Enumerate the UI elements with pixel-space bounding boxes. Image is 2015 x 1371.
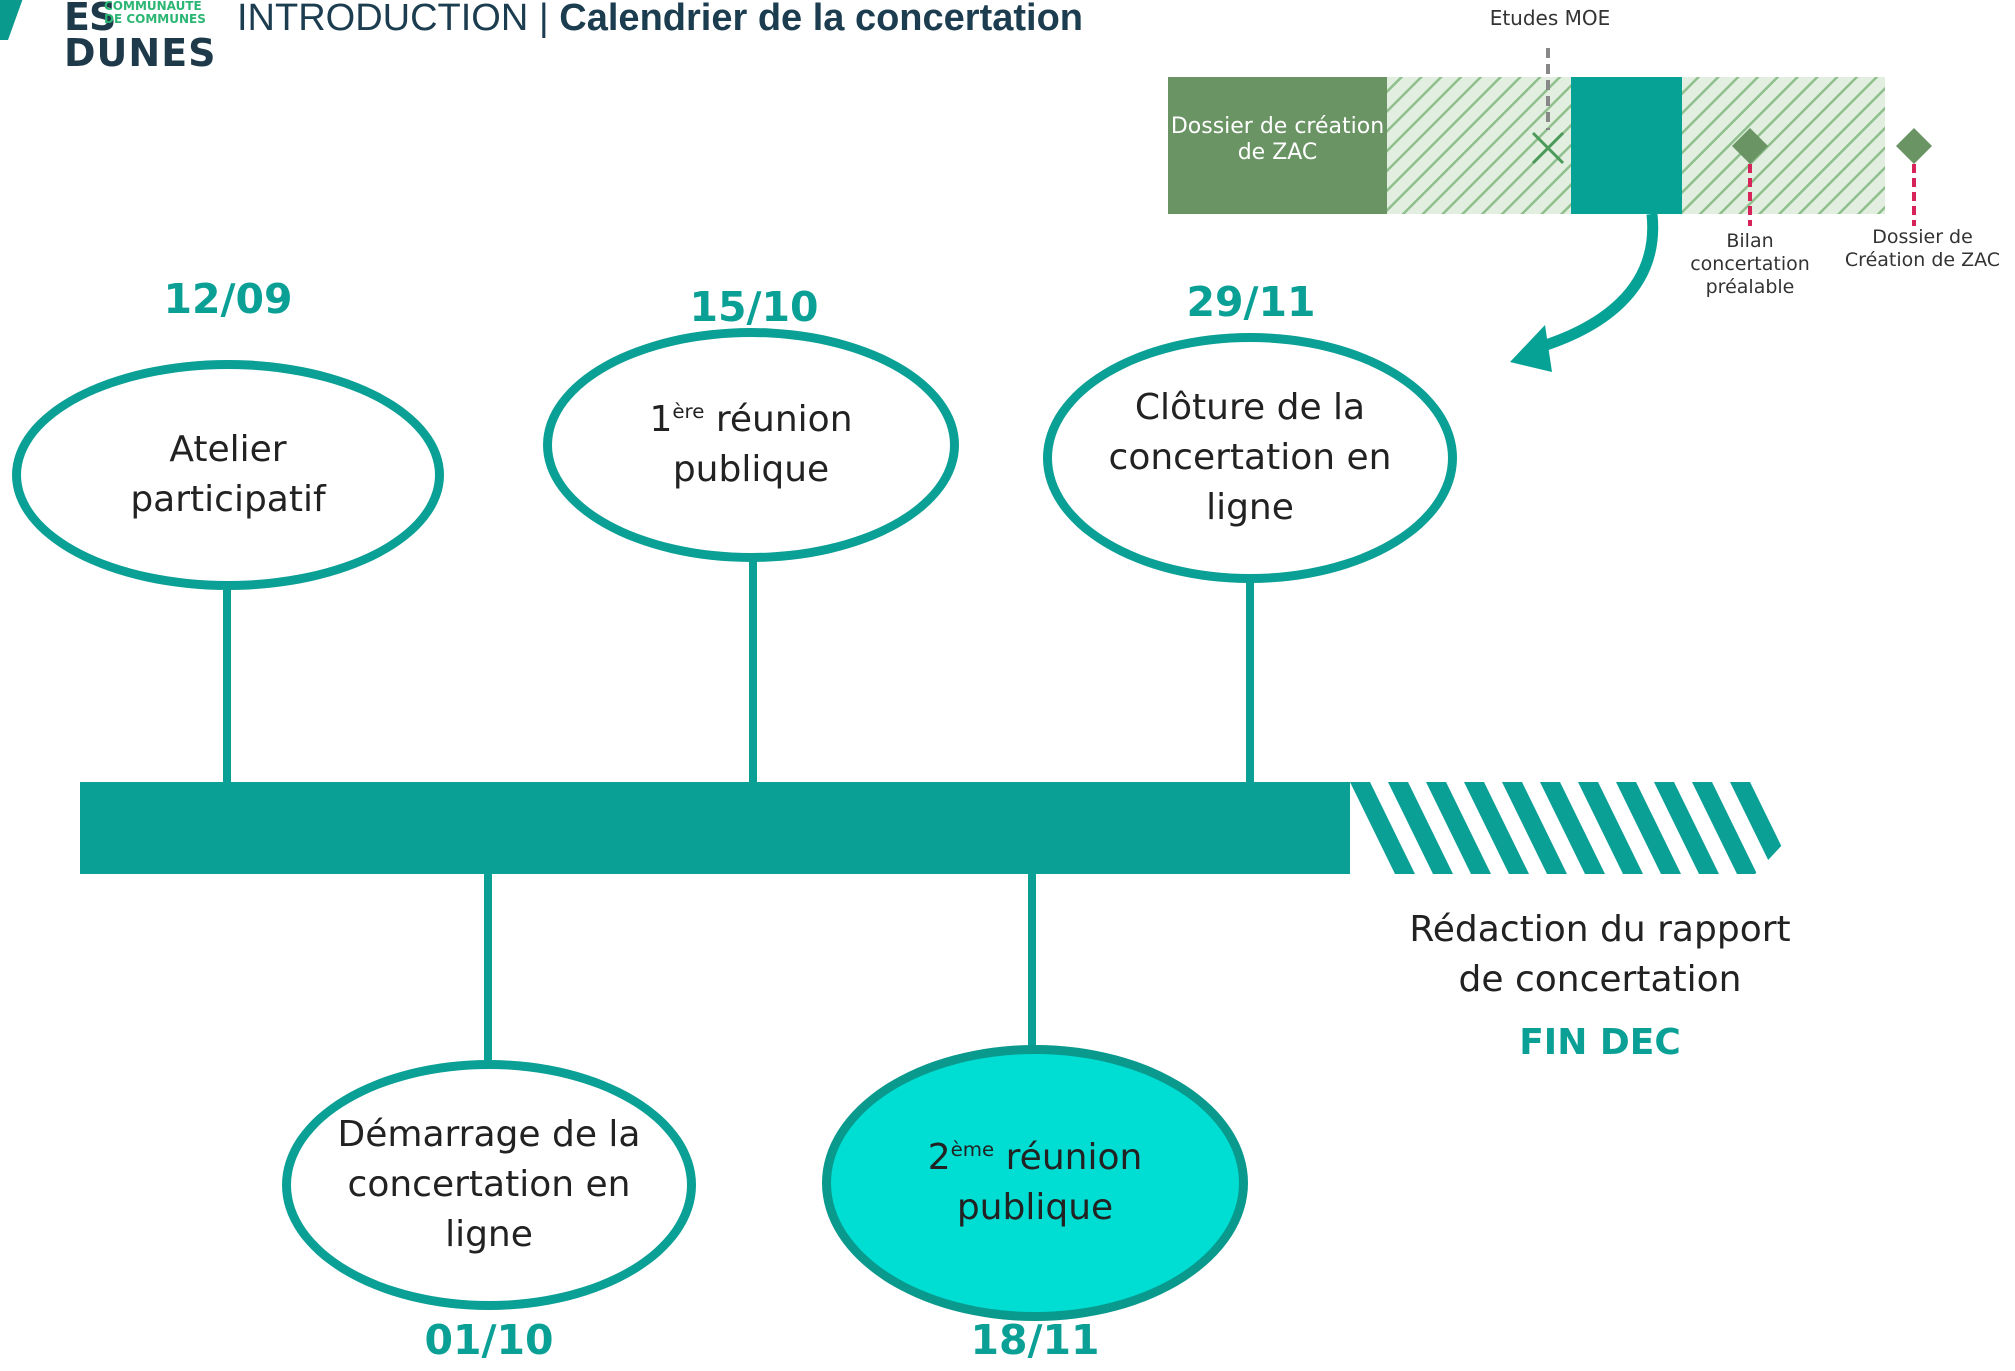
bilan-diamond bbox=[1732, 128, 1768, 164]
milestone-cloture: Clôture de la concertation en ligne bbox=[1043, 333, 1457, 583]
date-2911: 29/11 bbox=[1186, 278, 1316, 326]
date-1811: 18/11 bbox=[970, 1316, 1100, 1364]
stem-1811 bbox=[1028, 872, 1036, 1050]
end-label: Rédaction du rapport de concertation bbox=[1409, 909, 1791, 1000]
hatch-region-2 bbox=[1682, 77, 1885, 214]
logo-es-text: ES bbox=[64, 0, 116, 39]
timeline-arrow-stripes bbox=[1338, 782, 1795, 874]
logo-corner-shape bbox=[0, 0, 26, 40]
date-0110: 01/10 bbox=[424, 1316, 554, 1364]
date-1209: 12/09 bbox=[163, 275, 293, 323]
stem-1209 bbox=[223, 590, 231, 785]
curved-arrow-head bbox=[1510, 325, 1552, 372]
milestone-demarrage: Démarrage de la concertation en ligne bbox=[282, 1060, 696, 1310]
timeline-bar bbox=[80, 782, 1350, 874]
milestone-1ere-reunion: 1ère réunion publique bbox=[543, 328, 959, 562]
date-1510: 15/10 bbox=[689, 283, 819, 331]
logo-community-text: COMMUNAUTÉ DE COMMUNES bbox=[104, 0, 206, 26]
inset-gantt bbox=[1168, 48, 1932, 372]
hatch-region-1 bbox=[1387, 77, 1571, 214]
teal-block bbox=[1571, 77, 1682, 214]
dossier-block-label: Dossier de création de ZAC bbox=[1170, 114, 1385, 166]
etudes-x-marker-b bbox=[1531, 131, 1565, 165]
curved-arrow bbox=[1528, 213, 1659, 356]
etudes-label: Etudes MOE bbox=[1489, 6, 1611, 30]
dossier-block bbox=[1168, 77, 1387, 214]
stem-0110 bbox=[484, 872, 492, 1068]
creation-label: Dossier de Création de ZAC bbox=[1844, 226, 2001, 271]
milestone-atelier: Atelier participatif bbox=[12, 360, 444, 590]
title-prefix: INTRODUCTION | bbox=[237, 0, 560, 39]
title-bold: Calendrier de la concertation bbox=[559, 0, 1084, 39]
end-date: FIN DEC bbox=[1519, 1022, 1681, 1063]
stem-1510 bbox=[749, 560, 757, 785]
milestone-2eme-reunion: 2ème réunion publique bbox=[822, 1045, 1248, 1321]
bilan-label: Bilan concertation préalable bbox=[1690, 230, 1810, 298]
page-title: INTRODUCTION | Calendrier de la concerta… bbox=[237, 0, 1083, 40]
logo-dunes-text: DUNES bbox=[64, 31, 217, 75]
stem-2911 bbox=[1246, 580, 1254, 785]
creation-diamond bbox=[1896, 128, 1932, 164]
